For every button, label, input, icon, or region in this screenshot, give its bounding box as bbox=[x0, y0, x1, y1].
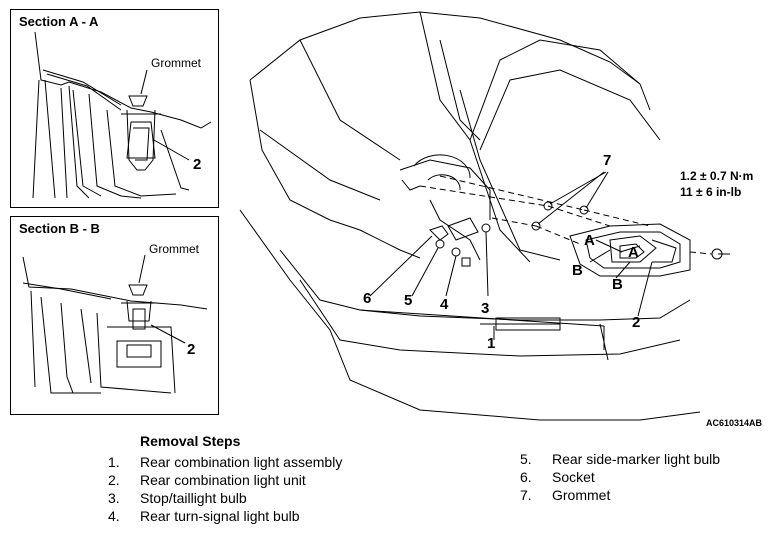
section-a-drawing bbox=[32, 31, 212, 199]
figure-id: AC610314AB bbox=[706, 418, 763, 428]
removal-steps-title: Removal Steps bbox=[140, 433, 241, 449]
list-item: 4.Rear turn-signal light bulb bbox=[108, 508, 300, 524]
section-a-grommet-label: Grommet bbox=[151, 56, 202, 70]
section-mark-b-left: B bbox=[572, 262, 583, 279]
section-b-title: Section B - B bbox=[19, 221, 100, 236]
callout-5: 5 bbox=[404, 292, 413, 309]
callout-4: 4 bbox=[440, 296, 449, 313]
section-mark-b-right: B bbox=[612, 276, 623, 293]
section-a-panel: Section A - A Grommet 2 bbox=[10, 9, 219, 208]
callout-2: 2 bbox=[632, 314, 641, 331]
section-a-title: Section A - A bbox=[19, 14, 99, 29]
section-b-panel: Section B - B Grommet 2 bbox=[10, 216, 219, 415]
torque-spec-nm: 1.2 ± 0.7 N·m bbox=[680, 169, 754, 183]
section-mark-a-right: A bbox=[628, 244, 639, 261]
list-item: 6.Socket bbox=[520, 469, 595, 485]
section-b-grommet-label: Grommet bbox=[149, 242, 200, 256]
callout-7: 7 bbox=[603, 152, 612, 169]
section-mark-a-left: A bbox=[584, 232, 595, 249]
section-b-callout-2: 2 bbox=[187, 341, 196, 358]
torque-spec-inlb: 11 ± 6 in-lb bbox=[680, 185, 742, 199]
callout-1: 1 bbox=[487, 335, 496, 352]
callout-3: 3 bbox=[481, 300, 490, 317]
list-item: 7.Grommet bbox=[520, 487, 611, 503]
list-item: 2.Rear combination light unit bbox=[108, 472, 306, 488]
callout-6: 6 bbox=[363, 290, 372, 307]
list-item: 5.Rear side-marker light bulb bbox=[520, 451, 721, 467]
list-item: 1.Rear combination light assembly bbox=[108, 454, 343, 470]
section-b-drawing bbox=[22, 254, 208, 394]
section-a-callout-2: 2 bbox=[193, 156, 202, 173]
list-item: 3.Stop/taillight bulb bbox=[108, 490, 247, 506]
torque-spec: 1.2 ± 0.7 N·m 11 ± 6 in-lb bbox=[680, 168, 753, 200]
